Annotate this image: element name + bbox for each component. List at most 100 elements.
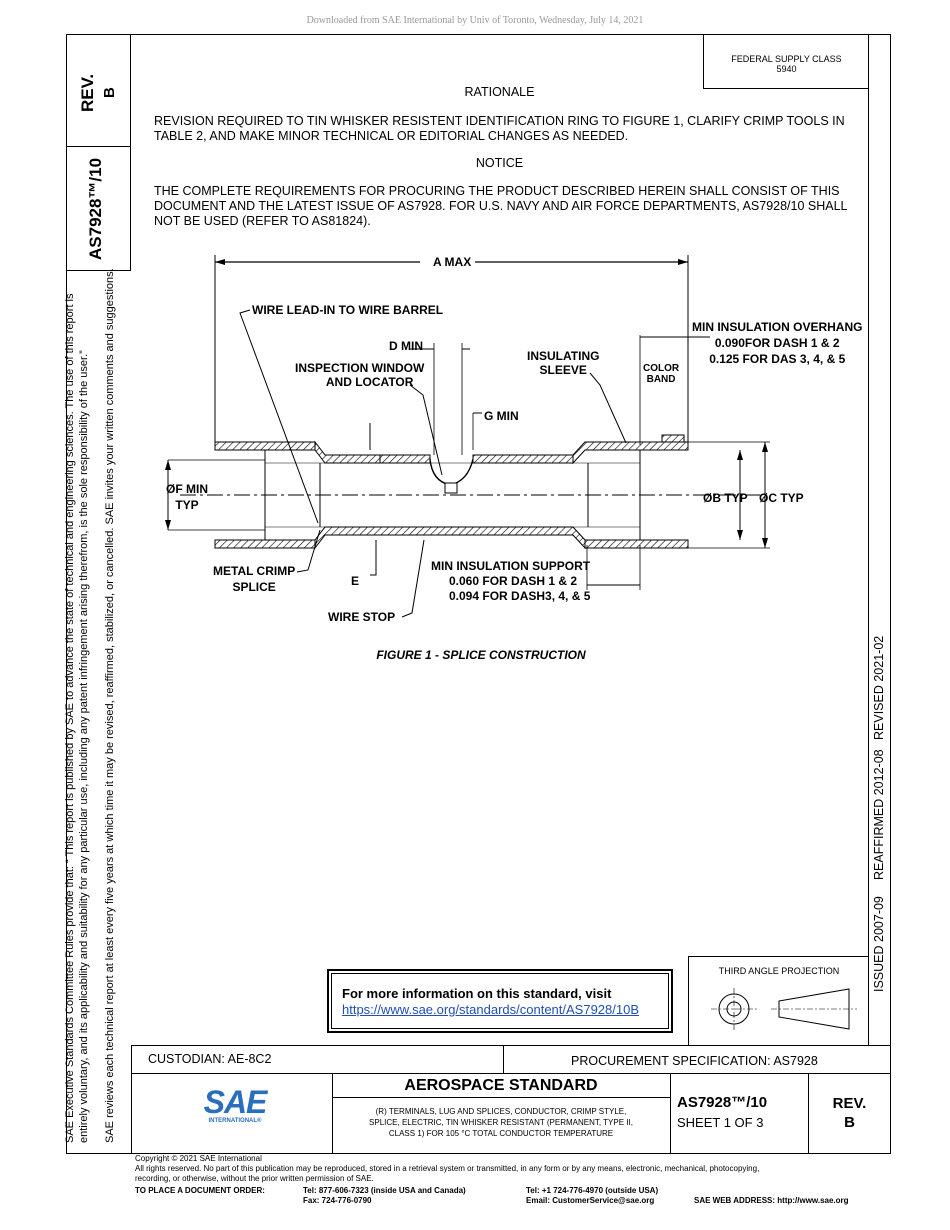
label-overhang-3: 0.125 FOR DAS 3, 4, & 5 <box>709 352 846 366</box>
order-phone: Tel: 877-606-7323 (inside USA and Canada… <box>303 1186 466 1206</box>
page-frame <box>66 34 891 1154</box>
label-f-min-2: TYP <box>175 498 199 512</box>
sleeve-upper-left <box>214 441 316 451</box>
order-label: TO PLACE A DOCUMENT ORDER: <box>135 1186 265 1195</box>
label-b-typ: ØB TYP <box>703 491 748 505</box>
label-insulating-sleeve: INSULATING SLEEVE <box>527 349 599 377</box>
titleblock-div1 <box>503 1045 504 1073</box>
tb-rev-label: REV. <box>832 1095 867 1112</box>
legal-line-1: SAE Executive Standards Committee Rules … <box>64 293 76 1144</box>
label-metal-1: METAL CRIMP <box>213 564 296 578</box>
label-insulation-support: MIN INSULATION SUPPORT 0.060 FOR DASH 1 … <box>431 559 590 604</box>
label-wire-stop: WIRE STOP <box>328 610 396 624</box>
label-overhang-2: 0.090FOR DASH 1 & 2 <box>714 336 840 350</box>
label-d-min: D MIN <box>389 339 423 353</box>
custodian: CUSTODIAN: AE-8C2 <box>148 1052 272 1066</box>
info-text: For more information on this standard, v… <box>342 986 612 1001</box>
label-a-max: A MAX <box>433 255 472 269</box>
legal-line-3: SAE reviews each technical report at lea… <box>104 268 116 1143</box>
revised-date: REVISED 2021-02 <box>872 635 886 740</box>
issued-date: ISSUED 2007-09 <box>872 896 886 992</box>
titleblock-mid <box>131 1073 891 1074</box>
label-e: E <box>351 574 360 588</box>
footer-tel-1: Tel: 877-606-7323 (inside USA and Canada… <box>303 1186 466 1195</box>
sae-logo-text: SAE <box>203 1084 268 1120</box>
label-metal-2: SPLICE <box>232 580 276 594</box>
procurement-spec: PROCUREMENT SPECIFICATION: AS7928 <box>571 1054 818 1068</box>
sheet-number: SHEET 1 OF 3 <box>677 1115 764 1130</box>
aerospace-standard: AEROSPACE STANDARD <box>404 1077 598 1094</box>
sae-logo: SAE INTERNATIONAL® <box>195 1086 275 1124</box>
color-band <box>661 434 685 443</box>
tb-rev-value: B <box>844 1114 855 1131</box>
label-f-min-1: ØF MIN <box>166 482 208 496</box>
label-inspection-1: INSPECTION WINDOW <box>295 361 425 375</box>
label-f-min: ØF MIN TYP <box>166 481 208 513</box>
sleeve-lower-left <box>214 539 316 549</box>
notice-line-3: NOT BE USED (REFER TO AS81824). <box>154 214 371 228</box>
projection-symbol <box>711 988 857 1030</box>
footer-tel-2: Tel: +1 724-776-4970 (outside USA) <box>526 1186 659 1195</box>
titleblock-div3 <box>670 1073 671 1154</box>
label-color-band: COLOR BAND <box>643 363 679 385</box>
label-insulating-2: SLEEVE <box>539 363 587 377</box>
titleblock-standard-line <box>332 1097 670 1098</box>
label-support-3: 0.094 FOR DASH3, 4, & 5 <box>449 589 591 603</box>
label-insulating-1: INSULATING <box>527 349 600 363</box>
label-support-2: 0.060 FOR DASH 1 & 2 <box>449 574 578 588</box>
reaffirmed-date: REAFFIRMED 2012-08 <box>872 749 886 880</box>
label-g-min: G MIN <box>484 409 519 423</box>
tb-rev: REV. B <box>808 1094 891 1132</box>
footer-fax: Fax: 724-776-0790 <box>303 1196 372 1205</box>
footer-rights-2: recording, or otherwise, without the pri… <box>135 1174 374 1183</box>
side-rev-value: B <box>101 87 118 98</box>
notice-heading: NOTICE <box>475 156 524 170</box>
label-wire-lead-in: WIRE LEAD-IN TO WIRE BARREL <box>252 303 444 317</box>
footer-copyright: Copyright © 2021 SAE International <box>135 1154 262 1163</box>
label-overhang-1: MIN INSULATION OVERHANG <box>692 320 863 334</box>
right-divider <box>868 34 869 1045</box>
label-color-2: BAND <box>646 374 676 385</box>
side-divider <box>130 34 131 270</box>
label-color-1: COLOR <box>643 363 680 374</box>
leader-wire-lead-in <box>239 309 319 524</box>
order-contact: Tel: +1 724-776-4970 (outside USA) Email… <box>526 1186 658 1206</box>
rationale-heading: RATIONALE <box>464 85 535 99</box>
download-notice: Downloaded from SAE International by Uni… <box>306 15 644 26</box>
side-divider-h2 <box>66 270 131 271</box>
rationale-line-1: REVISION REQUIRED TO TIN WHISKER RESISTE… <box>154 114 845 128</box>
footer-rights-1: All rights reserved. No part of this pub… <box>135 1164 760 1173</box>
projection-box: THIRD ANGLE PROJECTION <box>688 956 869 1046</box>
title-line-3: CLASS 1) FOR 105 °C TOTAL CONDUCTOR TEMP… <box>388 1129 614 1138</box>
label-overhang: MIN INSULATION OVERHANG 0.090FOR DASH 1 … <box>692 319 862 367</box>
title-line-2: SPLICE, ELECTRIC, TIN WHISKER RESISTANT … <box>369 1118 633 1127</box>
notice-line-2: DOCUMENT AND THE LATEST ISSUE OF AS7928.… <box>154 199 848 213</box>
rationale-text: REVISION REQUIRED TO TIN WHISKER RESISTE… <box>154 114 845 144</box>
fsc-label: FEDERAL SUPPLY CLASS <box>731 54 842 64</box>
label-inspection-2: AND LOCATOR <box>325 375 414 389</box>
titleblock-left <box>131 1045 132 1154</box>
figure-caption: FIGURE 1 - SPLICE CONSTRUCTION <box>376 648 586 662</box>
side-divider-h1 <box>66 146 131 147</box>
locator <box>444 482 458 494</box>
notice-line-1: THE COMPLETE REQUIREMENTS FOR PROCURING … <box>154 184 840 198</box>
legal-line-2: entirely voluntary, and its applicabilit… <box>78 350 90 1143</box>
titleblock-div4 <box>808 1073 809 1154</box>
titleblock-div2 <box>332 1073 333 1154</box>
title-line-1: (R) TERMINALS, LUG AND SPLICES, CONDUCTO… <box>375 1107 627 1116</box>
info-box: For more information on this standard, v… <box>327 969 673 1033</box>
projection-label: THIRD ANGLE PROJECTION <box>718 966 840 976</box>
footer: Copyright © 2021 SAE International All r… <box>135 1154 895 1184</box>
sae-logo-sub: INTERNATIONAL® <box>208 1118 262 1124</box>
document-title: (R) TERMINALS, LUG AND SPLICES, CONDUCTO… <box>332 1106 670 1139</box>
tb-doc-number: AS7928™/10 <box>677 1094 768 1111</box>
standard-link[interactable]: https://www.sae.org/standards/content/AS… <box>342 1002 640 1017</box>
label-metal-crimp: METAL CRIMP SPLICE <box>213 563 295 595</box>
splice-construction-figure <box>165 255 770 618</box>
label-support-1: MIN INSULATION SUPPORT <box>431 559 591 573</box>
footer-email[interactable]: Email: CustomerService@sae.org <box>526 1196 655 1205</box>
titleblock-top <box>131 1045 891 1046</box>
footer-web[interactable]: SAE WEB ADDRESS: http://www.sae.org <box>694 1196 849 1205</box>
fsc-box: FEDERAL SUPPLY CLASS 5940 <box>703 34 869 89</box>
label-c-typ: ØC TYP <box>759 491 804 505</box>
